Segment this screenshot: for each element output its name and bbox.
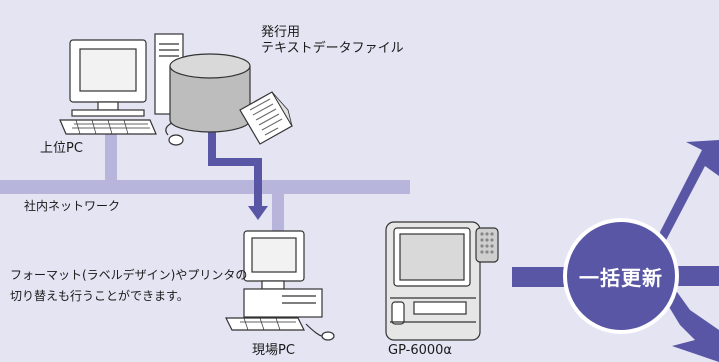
network-label: 社内ネットワーク: [24, 199, 121, 213]
gp6000-device-icon: [385, 221, 499, 341]
bulk-update-label: 一括更新: [579, 265, 663, 290]
bulk-update-badge: [563, 218, 679, 334]
database-icon: [169, 53, 251, 133]
host-pc-label: 上位PC: [40, 141, 83, 156]
text-file-icon: [239, 91, 293, 145]
distribution-arrows: [512, 140, 719, 362]
network-lines: [0, 130, 410, 234]
device-label: GP-6000α: [388, 343, 452, 358]
site-pc-label: 現場PC: [252, 343, 295, 358]
issue-file-label: 発行用 テキストデータファイル: [261, 25, 404, 57]
site-pc-icon: [225, 230, 335, 341]
host-pc-icon: [59, 33, 184, 146]
data-flow-arrow: [208, 132, 268, 220]
description-text: フォーマット(ラベルデザイン)やプリンタの切り替えも行うことができます。: [10, 268, 248, 303]
